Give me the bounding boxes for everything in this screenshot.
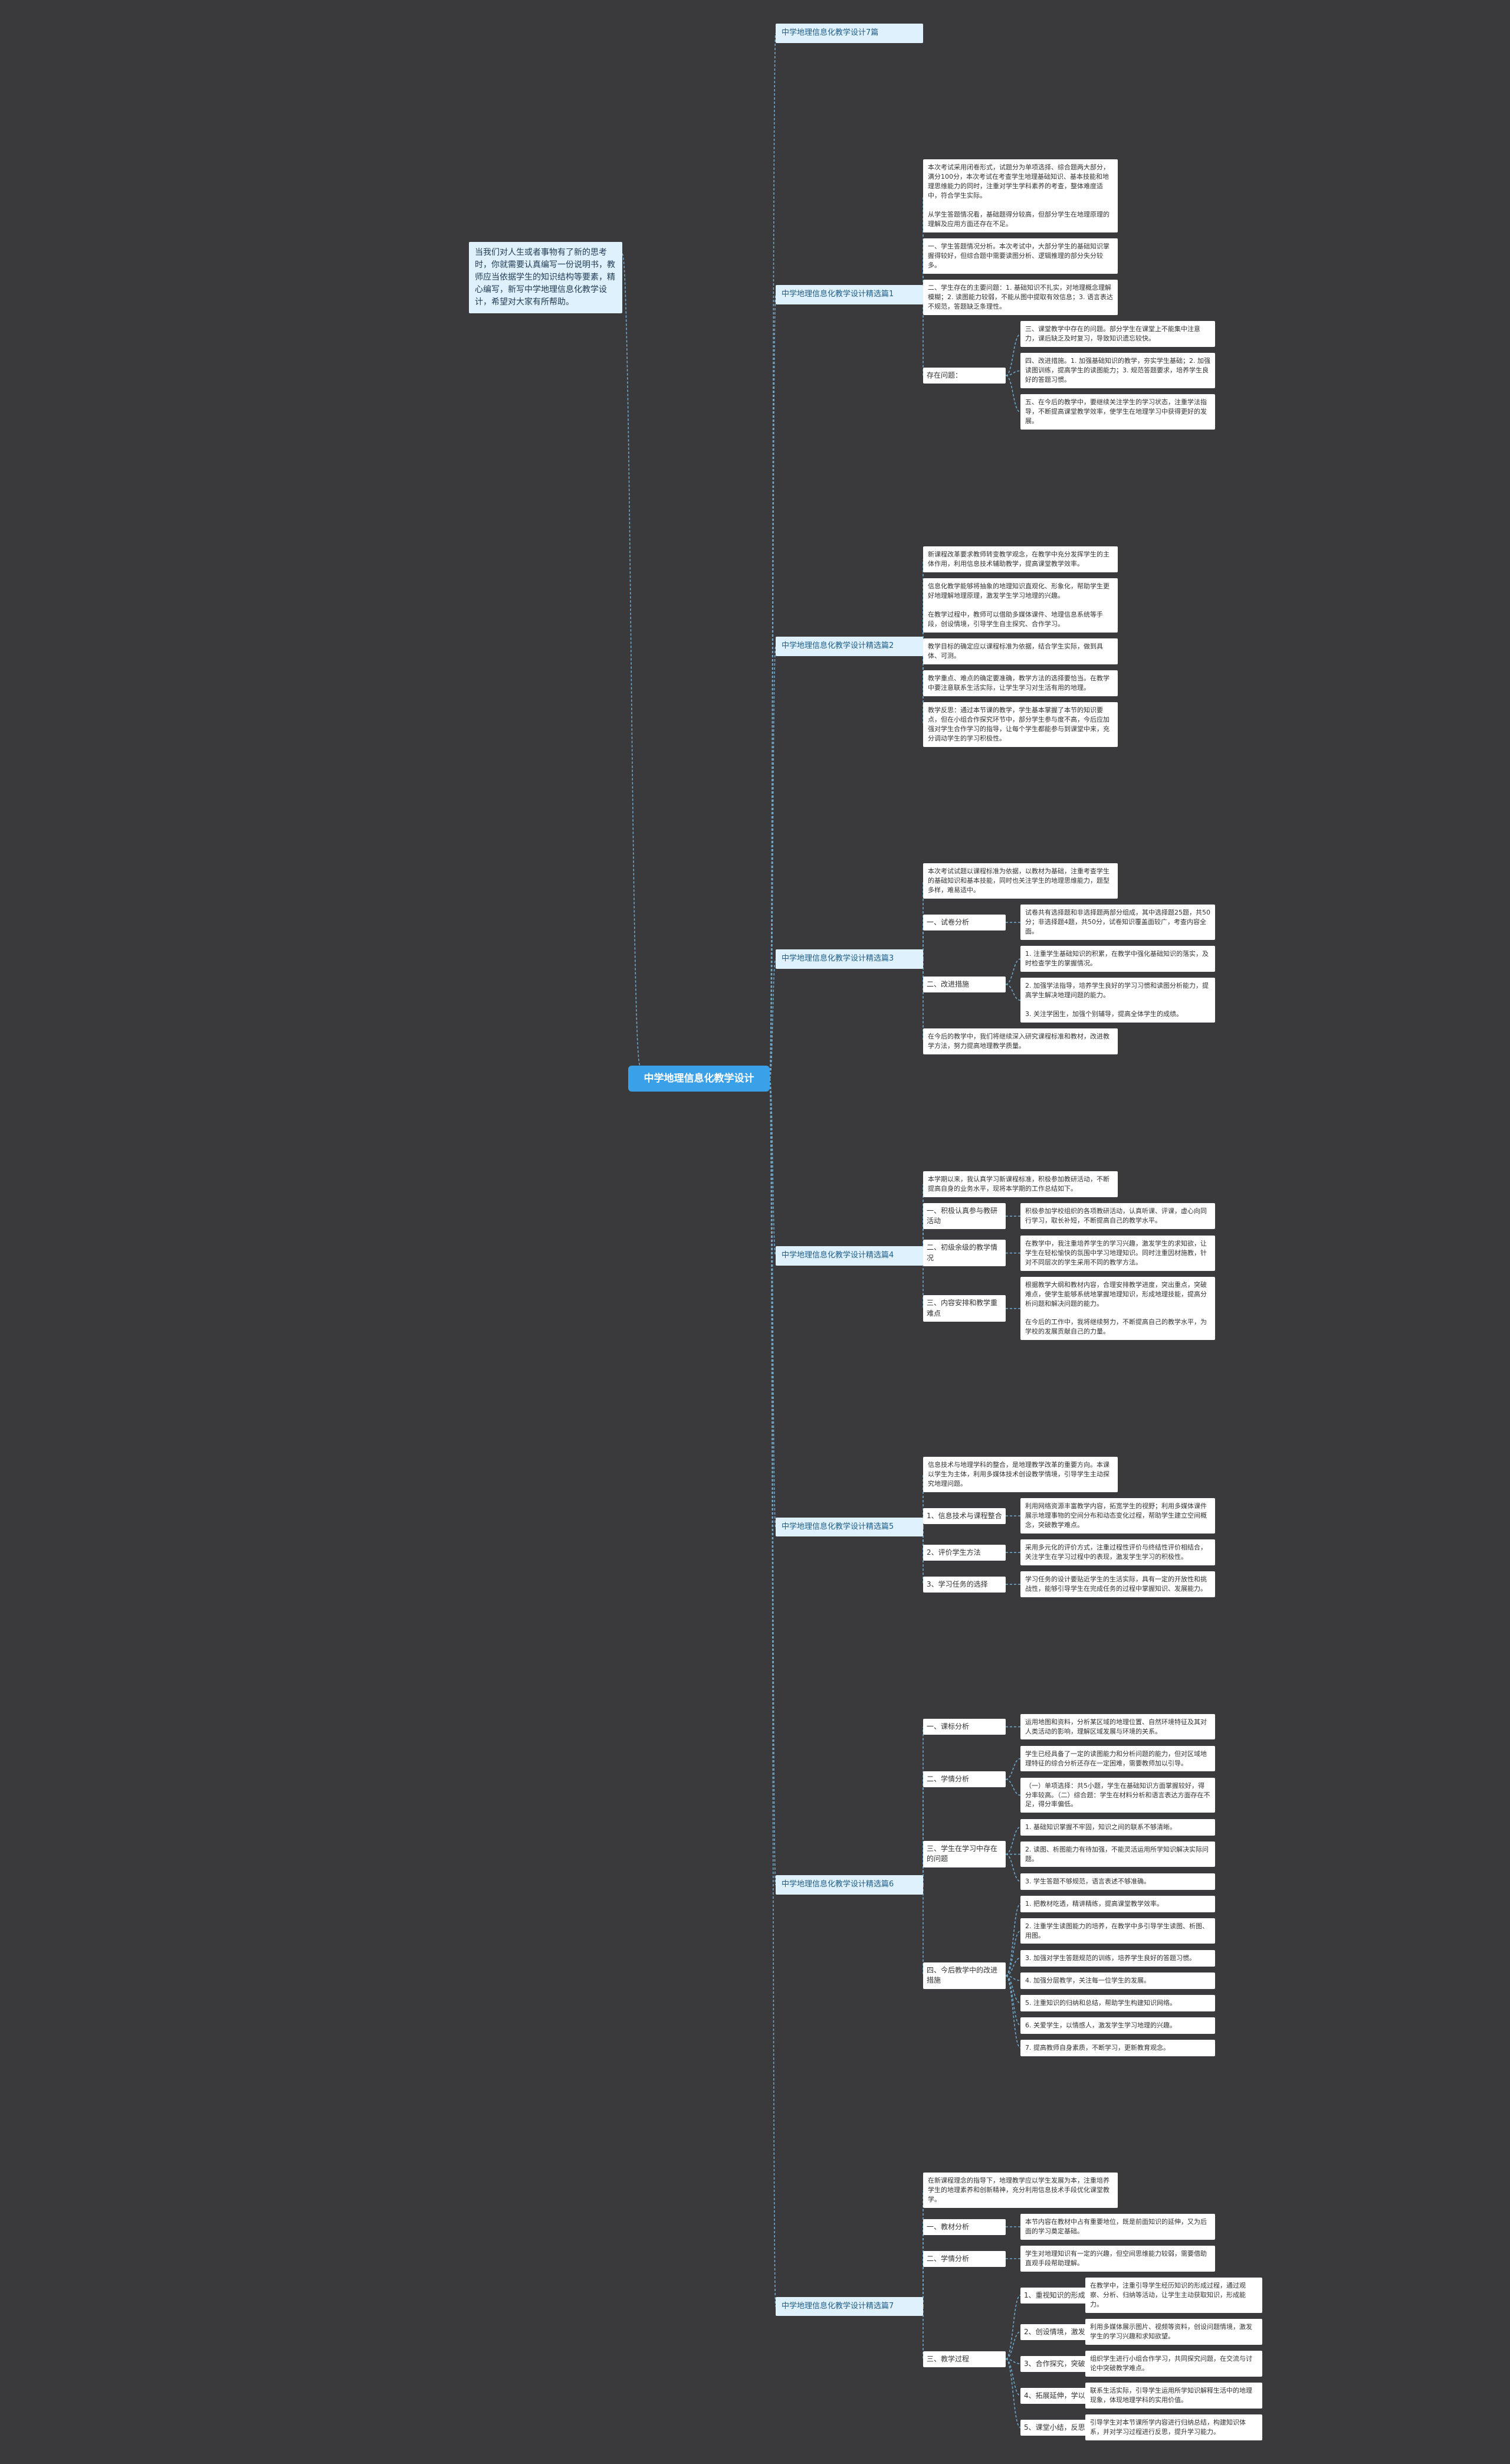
branch-label[interactable]: 三、教学过程 <box>923 2351 1006 2367</box>
branch-label[interactable]: 三、学生在学习中存在的问题 <box>923 1841 1006 1867</box>
connector-line <box>1005 1826 1021 1855</box>
connector-line <box>1005 1778 1021 1796</box>
branch-label[interactable]: 二、学情分析 <box>923 2250 1006 2267</box>
intro-connector <box>622 253 641 1066</box>
root-connector <box>769 646 776 1079</box>
content-note[interactable]: 1. 基础知识掌握不牢固，知识之间的联系不够清晰。 <box>1020 1818 1215 1836</box>
content-note[interactable]: 试卷共有选择题和非选择题两部分组成，其中选择题25题，共50分；非选择题4题，共… <box>1020 905 1215 941</box>
branch-label[interactable]: 一、教材分析 <box>923 2219 1006 2235</box>
connector-line <box>1005 2331 1021 2360</box>
content-note[interactable]: 根据教学大纲和教材内容，合理安排教学进度，突出重点，突破难点，使学生能够系统地掌… <box>1020 1276 1215 1341</box>
section-title[interactable]: 中学地理信息化教学设计精选篇4 <box>776 1246 923 1266</box>
content-note[interactable]: 组织学生进行小组合作学习，共同探究问题，在交流与讨论中突破教学难点。 <box>1085 2351 1262 2377</box>
content-note[interactable]: 教学反思：通过本节课的教学，学生基本掌握了本节的知识要点，但在小组合作探究环节中… <box>923 702 1118 747</box>
root-connector <box>769 1078 776 2307</box>
content-note[interactable]: 积极参加学校组织的各项教研活动，认真听课、评课，虚心向同行学习，取长补短，不断提… <box>1020 1203 1215 1230</box>
content-note[interactable]: 四、改进措施。1. 加强基础知识的教学，夯实学生基础；2. 加强读图训练，提高学… <box>1020 353 1215 389</box>
content-note[interactable]: 本学期以来，我认真学习新课程标准，积极参加教研活动，不断提高自身的业务水平，现将… <box>923 1171 1118 1197</box>
content-note[interactable]: 学生对地理知识有一定的兴趣，但空间思维能力较弱，需要借助直观手段帮助理解。 <box>1020 2246 1215 2272</box>
section-title[interactable]: 中学地理信息化教学设计精选篇6 <box>776 1875 923 1895</box>
intro-note[interactable]: 当我们对人生或者事物有了新的思考时，你就需要认真编写一份说明书，教师应当依据学生… <box>469 242 622 313</box>
content-note[interactable]: 运用地图和资料，分析某区域的地理位置、自然环境特征及其对人类活动的影响，理解区域… <box>1020 1713 1215 1740</box>
connector-line <box>1005 984 1021 1001</box>
content-note[interactable]: 利用网络资源丰富教学内容，拓宽学生的视野；利用多媒体课件展示地理事物的空间分布和… <box>1020 1498 1215 1534</box>
content-note[interactable]: 4. 加强分层教学，关注每一位学生的发展。 <box>1020 1972 1215 1989</box>
content-note[interactable]: 本次考试试题以课程标准为依据，以教材为基础，注重考查学生的基础知识和基本技能，同… <box>923 863 1118 899</box>
content-note[interactable]: 3. 加强对学生答题规范的训练，培养学生良好的答题习惯。 <box>1020 1949 1215 1967</box>
content-note[interactable]: 在今后的教学中，我们将继续深入研究课程标准和教材，改进教学方法，努力提高地理教学… <box>923 1028 1118 1055</box>
content-note[interactable]: 7. 提高教师自身素质，不断学习，更新教育观念。 <box>1020 2039 1215 2056</box>
content-note[interactable]: 在新课程理念的指导下，地理教学应以学生发展为本，注重培养学生的地理素养和创新精神… <box>923 2173 1118 2208</box>
content-note[interactable]: 在教学中，注重引导学生经历知识的形成过程，通过观察、分析、归纳等活动，让学生主动… <box>1085 2278 1262 2313</box>
content-note[interactable]: 联系生活实际，引导学生运用所学知识解释生活中的地理现象，体现地理学科的实用价值。 <box>1085 2383 1262 2409</box>
content-note[interactable]: 1. 注重学生基础知识的积累，在教学中强化基础知识的落实，及时检查学生的掌握情况… <box>1020 946 1215 972</box>
content-note[interactable]: 新课程改革要求教师转变教学观念，在教学中充分发挥学生的主体作用，利用信息技术辅助… <box>923 546 1118 572</box>
content-note[interactable]: 3. 学生答题不够规范，语言表述不够准确。 <box>1020 1873 1215 1890</box>
root-connector <box>769 958 776 1079</box>
content-note[interactable]: 教学重点、难点的确定要准确，教学方法的选择要恰当。在教学中要注意联系生活实际，让… <box>923 670 1118 696</box>
content-note[interactable]: 本次考试采用闭卷形式，试题分为单项选择、综合题两大部分，满分100分，本次考试在… <box>923 159 1118 232</box>
branch-label[interactable]: 3、学习任务的选择 <box>923 1576 1006 1593</box>
branch-label[interactable]: 一、课标分析 <box>923 1719 1006 1735</box>
section-title[interactable]: 中学地理信息化教学设计7篇 <box>776 24 923 43</box>
content-note[interactable]: 引导学生对本节课所学内容进行归纳总结，构建知识体系，并对学习过程进行反思，提升学… <box>1085 2414 1262 2440</box>
content-note[interactable]: 学生已经具备了一定的读图能力和分析问题的能力，但对区域地理特征的综合分析还存在一… <box>1020 1745 1215 1772</box>
content-note[interactable]: 教学目标的确定应以课程标准为依据，结合学生实际，做到具体、可测。 <box>923 638 1118 664</box>
content-note[interactable]: （一）单项选择：共5小题，学生在基础知识方面掌握较好，得分率较高。（二）综合题：… <box>1020 1777 1215 1813</box>
content-note[interactable]: 本节内容在教材中占有重要地位，既是前面知识的延伸，又为后面的学习奠定基础。 <box>1020 2214 1215 2240</box>
content-note[interactable]: 利用多媒体展示图片、视频等资料，创设问题情境，激发学生的学习兴趣和求知欲望。 <box>1085 2319 1262 2345</box>
branch-label[interactable]: 2、评价学生方法 <box>923 1544 1006 1561</box>
branch-label[interactable]: 二、初级余级的教学情况 <box>923 1240 1006 1266</box>
branch-label[interactable]: 一、试卷分析 <box>923 914 1006 931</box>
branch-label[interactable]: 存在问题： <box>923 367 1006 384</box>
connector-line <box>1005 1903 1021 1977</box>
content-note[interactable]: 2. 读图、析图能力有待加强，不能灵活运用所学知识解决实际问题。 <box>1020 1841 1215 1867</box>
connector-line <box>1005 958 1021 985</box>
connector-line <box>1005 1975 1021 2049</box>
root-connector <box>769 1078 776 1886</box>
branch-label[interactable]: 二、学情分析 <box>923 1771 1006 1788</box>
content-note[interactable]: 信息技术与地理学科的整合，是地理教学改革的重要方向。本课以学生为主体，利用多媒体… <box>923 1457 1118 1492</box>
content-note[interactable]: 学习任务的设计要贴近学生的生活实际，具有一定的开放性和挑战性，能够引导学生在完成… <box>1020 1571 1215 1598</box>
content-note[interactable]: 三、课堂教学中存在的问题。部分学生在课堂上不能集中注意力，课后缺乏及时复习，导致… <box>1020 321 1215 348</box>
content-note[interactable]: 2. 加强学法指导，培养学生良好的学习习惯和读图分析能力，提高学生解决地理问题的… <box>1020 978 1215 1023</box>
content-note[interactable]: 2. 注重学生读图能力的培养，在教学中多引导学生读图、析图、用图。 <box>1020 1918 1215 1944</box>
connector-line <box>1005 1758 1021 1780</box>
section-title[interactable]: 中学地理信息化教学设计精选篇1 <box>776 284 923 304</box>
connector-line <box>1005 2358 1021 2428</box>
connector-line <box>1005 333 1021 376</box>
section-title[interactable]: 中学地理信息化教学设计精选篇7 <box>776 2296 923 2316</box>
section-title[interactable]: 中学地理信息化教学设计精选篇2 <box>776 637 923 657</box>
content-note[interactable]: 五、在今后的教学中，要继续关注学生的学习状态，注重学法指导，不断提高课堂教学效率… <box>1020 394 1215 430</box>
branch-label[interactable]: 1、信息技术与课程整合 <box>923 1508 1006 1525</box>
content-note[interactable]: 1. 把教材吃透，精讲精练，提高课堂教学效率。 <box>1020 1895 1215 1912</box>
content-note[interactable]: 信息化教学能够将抽象的地理知识直观化、形象化，帮助学生更好地理解地理原理，激发学… <box>923 578 1118 633</box>
branch-label[interactable]: 三、内容安排和教学重难点 <box>923 1295 1006 1322</box>
content-note[interactable]: 6. 关爱学生，以情感人，激发学生学习地理的兴趣。 <box>1020 2017 1215 2034</box>
connector-line <box>1005 1853 1021 1882</box>
connector-line <box>1005 370 1021 376</box>
content-note[interactable]: 5. 注重知识的归纳和总结，帮助学生构建知识网络。 <box>1020 1994 1215 2011</box>
connector-line <box>1005 375 1021 413</box>
connector-line <box>1005 2358 1021 2396</box>
branch-label[interactable]: 一、积极认真参与教研活动 <box>923 1202 1006 1230</box>
mindmap-root[interactable]: 中学地理信息化教学设计 <box>628 1065 770 1092</box>
section-title[interactable]: 中学地理信息化教学设计精选篇3 <box>776 949 923 969</box>
branch-label[interactable]: 四、今后教学中的改进措施 <box>923 1962 1006 1989</box>
connector-line <box>1005 2295 1021 2360</box>
section-title[interactable]: 中学地理信息化教学设计精选篇5 <box>776 1517 923 1537</box>
content-note[interactable]: 二、学生存在的主要问题：1. 基础知识不扎实，对地理概念理解模糊；2. 读图能力… <box>923 280 1118 316</box>
branch-label[interactable]: 二、改进措施 <box>923 976 1006 993</box>
connector-line <box>1005 1957 1021 1977</box>
connector-line <box>1005 1975 1021 2026</box>
content-note[interactable]: 一、学生答题情况分析。本次考试中，大部分学生的基础知识掌握得较好，但综合题中需要… <box>923 238 1118 274</box>
content-note[interactable]: 采用多元化的评价方式，注重过程性评价与终结性评价相结合，关注学生在学习过程中的表… <box>1020 1539 1215 1566</box>
root-connector <box>769 32 776 1079</box>
content-note[interactable]: 在教学中，我注重培养学生的学习兴趣，激发学生的求知欲，让学生在轻松愉快的氛围中学… <box>1020 1235 1215 1271</box>
connector-line <box>1005 1930 1021 1977</box>
